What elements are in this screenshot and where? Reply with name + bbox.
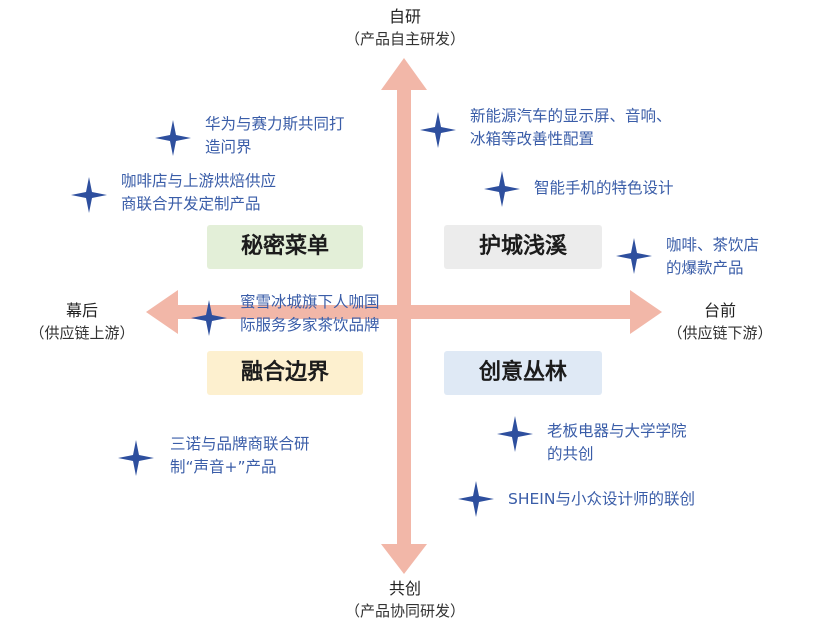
item-line: 咖啡店与上游烘焙供应 — [121, 172, 277, 190]
axis-left-subtitle: （供应链上游） — [29, 324, 135, 342]
item-line: 蜜雪冰城旗下人咖国 — [240, 293, 380, 311]
axis-top-title: 自研 — [388, 7, 421, 26]
axis-left-title: 幕后 — [65, 301, 98, 320]
axis-top-label: 自研 （产品自主研发） — [330, 6, 480, 50]
four-point-star-icon — [118, 440, 154, 476]
horizontal-axis-arrow — [146, 290, 662, 334]
item-line: SHEIN与小众设计师的联创 — [508, 490, 695, 508]
four-point-star-icon — [616, 238, 652, 274]
quadrant-top-left: 秘密菜单 — [207, 225, 363, 269]
item-line: 的共创 — [547, 445, 594, 463]
axis-right-subtitle: （供应链下游） — [667, 324, 773, 342]
four-point-star-icon — [458, 481, 494, 517]
axis-top-subtitle: （产品自主研发） — [344, 30, 465, 48]
item-text: 华为与赛力斯共同打 造问界 — [205, 113, 345, 159]
four-point-star-icon — [71, 177, 107, 213]
item-line: 华为与赛力斯共同打 — [205, 115, 345, 133]
item-line: 三诺与品牌商联合研 — [170, 435, 310, 453]
quadrant-bottom-right: 创意丛林 — [444, 351, 602, 395]
four-point-star-icon — [155, 120, 191, 156]
item-text: 智能手机的特色设计 — [534, 177, 674, 200]
axis-right-label: 台前 （供应链下游） — [650, 300, 790, 344]
four-point-star-icon — [497, 416, 533, 452]
item-text: 新能源汽车的显示屏、音响、 冰箱等改善性配置 — [470, 105, 672, 151]
quadrant-bottom-left: 融合边界 — [207, 351, 363, 395]
axis-left-label: 幕后 （供应链上游） — [12, 300, 152, 344]
item-text: 咖啡、茶饮店 的爆款产品 — [666, 234, 759, 280]
item-line: 商联合开发定制产品 — [121, 195, 261, 213]
axis-bottom-title: 共创 — [388, 579, 421, 598]
item-line: 智能手机的特色设计 — [534, 179, 674, 197]
axis-bottom-label: 共创 （产品协同研发） — [330, 578, 480, 622]
item-text: 三诺与品牌商联合研 制“声音+”产品 — [170, 433, 310, 479]
four-point-star-icon — [420, 112, 456, 148]
axis-right-title: 台前 — [703, 301, 736, 320]
item-text: 咖啡店与上游烘焙供应 商联合开发定制产品 — [121, 170, 276, 216]
axis-bottom-subtitle: （产品协同研发） — [344, 602, 465, 620]
item-line: 新能源汽车的显示屏、音响、 — [470, 107, 672, 125]
item-text: 蜜雪冰城旗下人咖国 际服务多家茶饮品牌 — [240, 291, 380, 337]
four-point-star-icon — [484, 171, 520, 207]
item-text: 老板电器与大学学院 的共创 — [547, 420, 687, 466]
item-line: 老板电器与大学学院 — [547, 422, 687, 440]
item-line: 冰箱等改善性配置 — [470, 130, 595, 148]
four-point-star-icon — [191, 300, 227, 336]
item-text: SHEIN与小众设计师的联创 — [508, 488, 695, 511]
item-line: 造问界 — [205, 138, 252, 156]
item-line: 的爆款产品 — [666, 259, 744, 277]
item-line: 咖啡、茶饮店 — [666, 236, 760, 254]
item-line: 制“声音+”产品 — [170, 458, 277, 476]
quadrant-top-right: 护城浅溪 — [444, 225, 602, 269]
item-line: 际服务多家茶饮品牌 — [240, 316, 380, 334]
